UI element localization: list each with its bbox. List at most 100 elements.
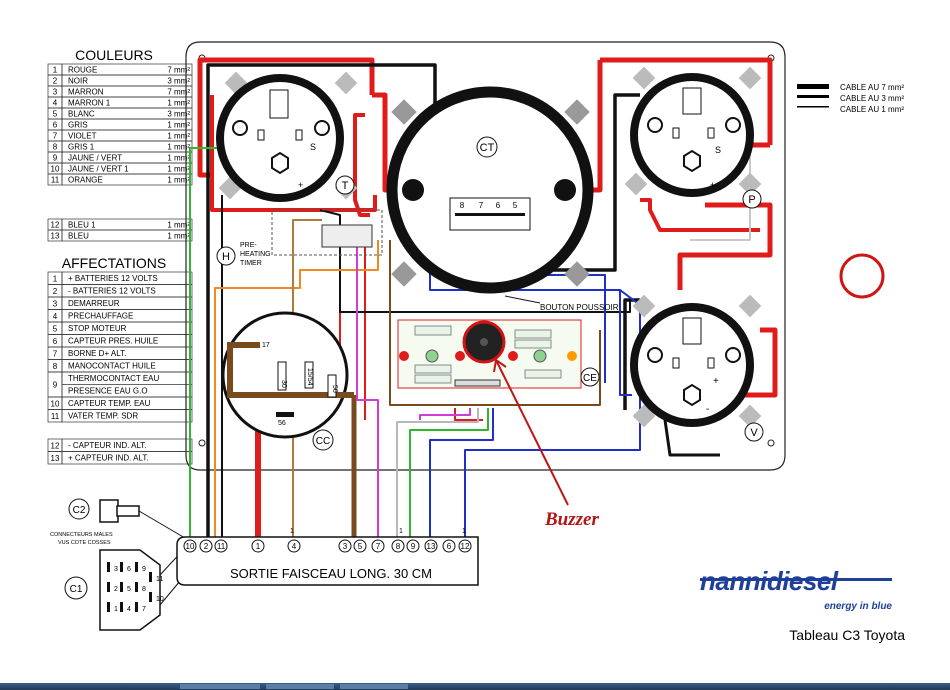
buzzer-arrow-head [493, 359, 507, 373]
cable-7mm-swatch [797, 84, 829, 89]
affectation-name: + BATTERIES 12 VOLTS [68, 274, 158, 283]
connector-label-c1: C1 [70, 584, 83, 595]
switch-terminal [304, 361, 314, 389]
brand-logo: nannidiesel [700, 566, 839, 596]
colour-size: 1 mm² [167, 132, 190, 141]
colour-name: BLEU [68, 232, 89, 241]
c2-body [99, 499, 119, 523]
harness-pin [442, 539, 456, 553]
harness-pin-number: 2 [204, 542, 209, 551]
gauge-label-ce: CE [583, 373, 597, 384]
timer-connector [321, 224, 373, 248]
connector-c2: C2 CONNECTEURS MALES VUS COTE COSSES [50, 498, 186, 546]
harness-pin-number: 1 [256, 542, 261, 551]
colour-number: 1 [53, 66, 58, 75]
cable-legend: CABLE AU 7 mm² CABLE AU 3 mm² CABLE AU 1… [797, 83, 904, 114]
gauge-label-t: T [342, 180, 349, 192]
affectation-name: CAPTEUR TEMP. EAU [68, 399, 151, 408]
preheating-label-1: PRE- [240, 242, 257, 249]
pcb-component [524, 369, 562, 379]
mount-tab [334, 71, 358, 95]
terminal-block [682, 317, 702, 345]
bouton-label: BOUTON POUSSOIR [540, 303, 619, 312]
wire-orange [214, 240, 379, 540]
colour-number: 11 [51, 176, 60, 185]
terminal [707, 127, 715, 139]
harness-pin [214, 539, 228, 553]
taskbar-item[interactable] [340, 684, 408, 689]
gauge-label-ring [476, 136, 498, 158]
colour-number: 6 [53, 121, 58, 130]
c1-pin [107, 582, 110, 592]
connector-label-ring [64, 576, 88, 600]
gauge-label-h: H [222, 251, 230, 263]
pin-minus: - [706, 404, 709, 415]
colour-size: 1 mm² [167, 143, 190, 152]
harness-pin [353, 539, 367, 553]
ct-pin: 7 [479, 201, 484, 210]
pin-plus: + [713, 376, 719, 387]
wire-grey [396, 408, 479, 540]
colour-size: 1 mm² [167, 176, 190, 185]
taskbar-strip [0, 683, 950, 690]
gauge-label-ring [335, 175, 355, 195]
affectation-name: VATER TEMP. SDR [68, 412, 138, 421]
c1-pin [149, 572, 152, 582]
cc-pin: 30 [280, 380, 287, 388]
affectation-number: 13 [51, 454, 60, 463]
wire-red-top [197, 57, 375, 178]
c1-pin [135, 602, 138, 612]
colour-size: 3 mm² [167, 77, 190, 86]
preheating-label-3: TIMER [240, 260, 262, 267]
wire-black-thin [319, 209, 631, 313]
colour-name: GRIS 1 [68, 143, 95, 152]
colour-number: 7 [53, 132, 58, 141]
harness-pin [406, 539, 420, 553]
wire-red-t-s [353, 113, 370, 217]
c1-pin [107, 602, 110, 612]
gauge-v: + - V [630, 294, 764, 442]
cable-1mm-swatch [797, 106, 829, 108]
colour-size: 7 mm² [167, 88, 190, 97]
affectation-name: DEMARREUR [68, 299, 120, 308]
colour-name: MARRON [68, 88, 104, 97]
pin-s: S [310, 142, 316, 152]
taskbar-item[interactable] [180, 684, 260, 689]
taskbar-item[interactable] [266, 684, 334, 689]
pcb-component [414, 374, 452, 384]
terminal [647, 117, 663, 133]
affectation-number: 8 [53, 362, 58, 371]
preheating-label-2: HEATING [240, 251, 271, 258]
switch-terminal [327, 374, 337, 398]
c1-pin [120, 562, 123, 572]
annotation-circle [839, 253, 885, 299]
cable-legend-3: CABLE AU 3 mm² [840, 94, 904, 103]
gauge-bezel [216, 74, 344, 202]
pcb-connector [454, 379, 501, 387]
panel-hole [767, 439, 775, 447]
affectation-name: PRECHAUFFAGE [68, 312, 133, 321]
wire-brown-ce [389, 240, 601, 406]
affectation-number: 12 [51, 441, 60, 450]
colour-name: BLANC [68, 110, 95, 119]
cable-3mm-swatch [797, 95, 829, 98]
colour-size: 1 mm² [167, 232, 190, 241]
circuit-board-ce: CE [397, 319, 600, 389]
gauge-bezel [630, 73, 754, 197]
c1-pin-number: 6 [127, 566, 131, 573]
leader [504, 295, 541, 304]
harness-pin-number: 10 [186, 542, 195, 551]
harness-pin-number: 8 [396, 542, 401, 551]
terminal [647, 347, 663, 363]
colour-name: JAUNE / VERT 1 [68, 165, 129, 174]
switch-terminal [276, 412, 294, 417]
buzzer-label: Buzzer [544, 509, 599, 530]
wire-red-ce [454, 408, 483, 421]
harness-pin-number: 3 [343, 542, 348, 551]
gauge-label-v: V [750, 427, 758, 439]
gauge-label-ring [742, 189, 762, 209]
